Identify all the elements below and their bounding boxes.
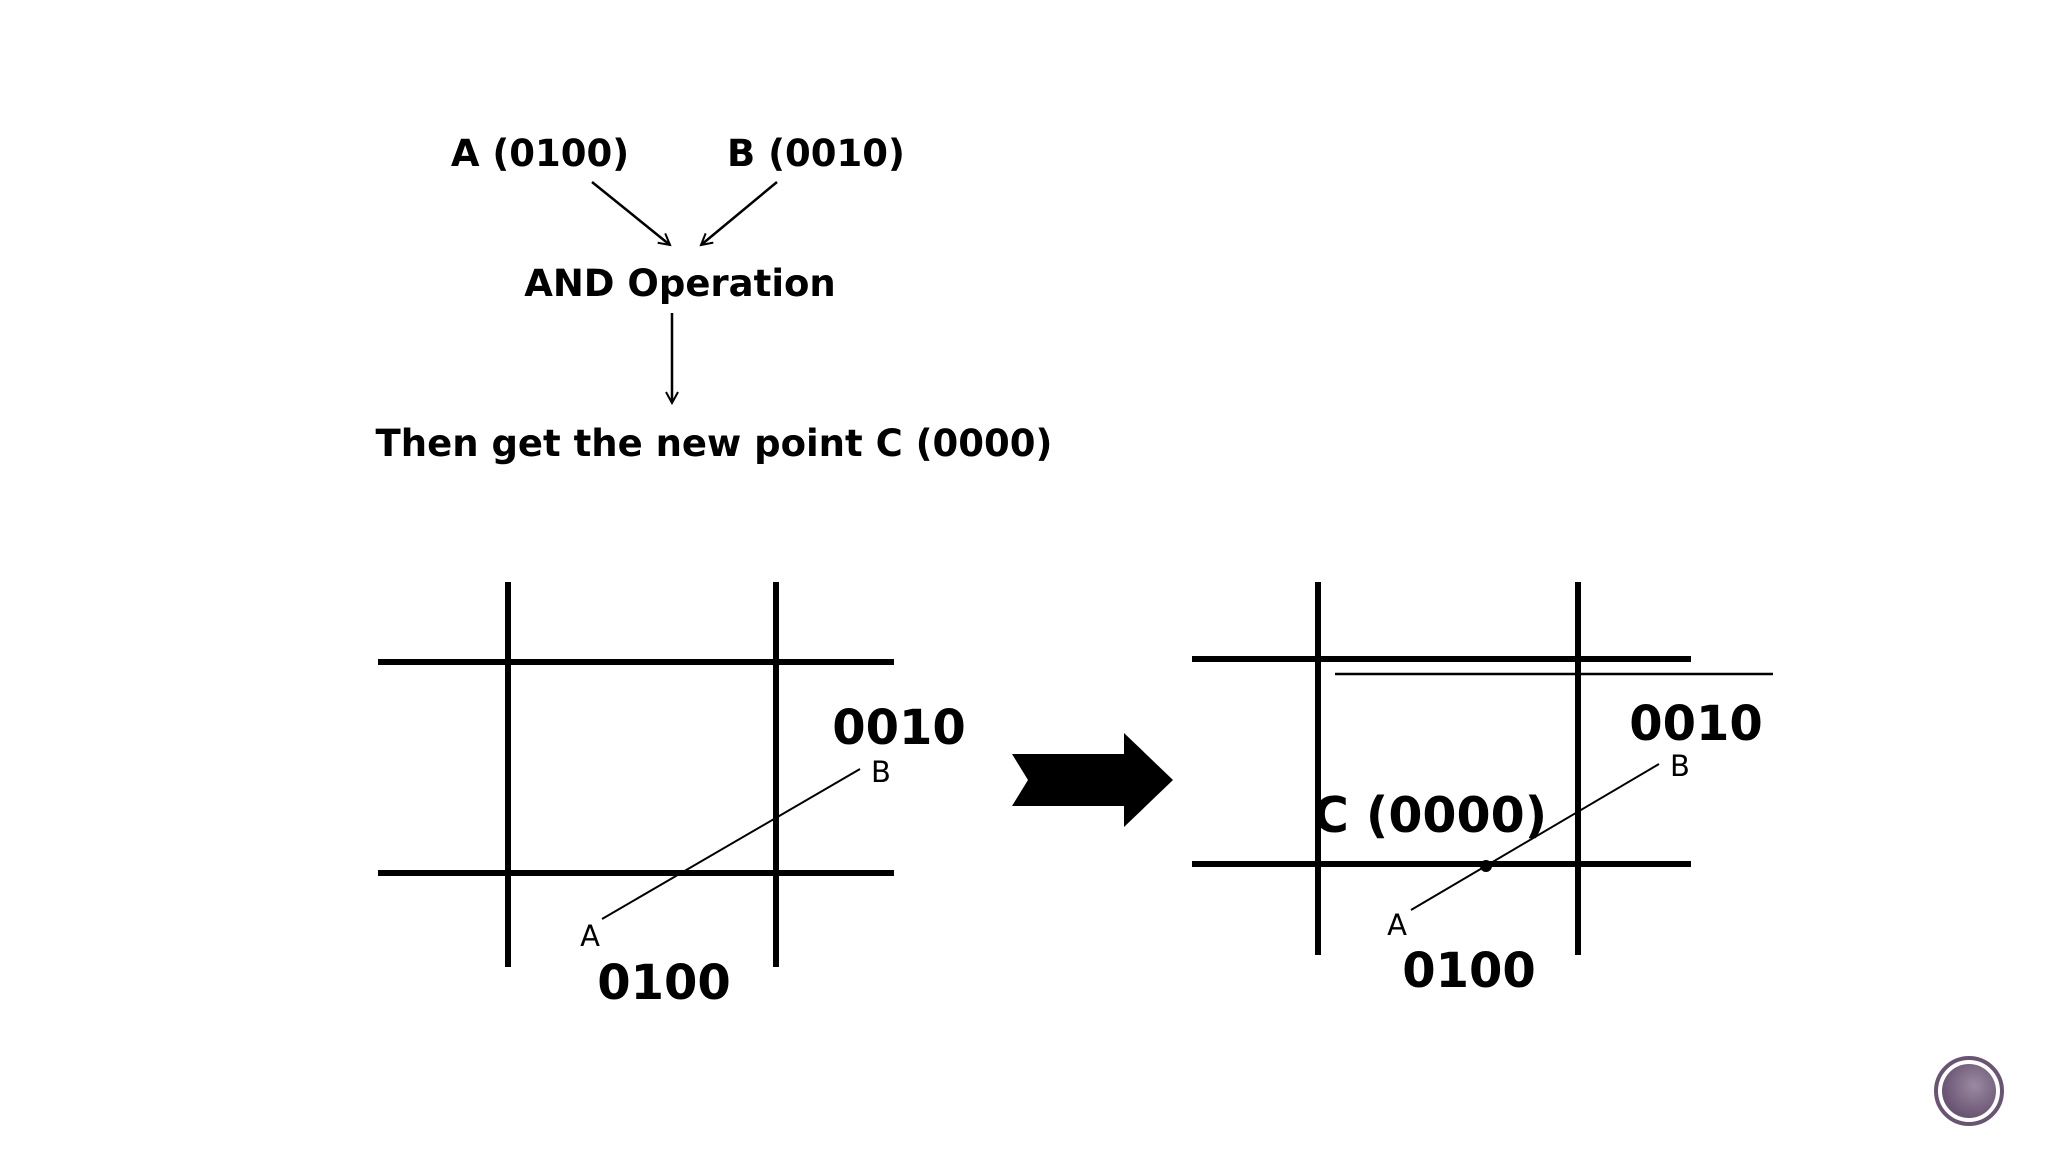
circle-nav-button[interactable] [1934, 1056, 2004, 1126]
intersection-point-c [1480, 860, 1492, 872]
code-bottom: 0100 [597, 955, 731, 1011]
segment-ab [601, 768, 861, 920]
operation-label: AND Operation [524, 262, 836, 305]
arrow-b-to-operation [701, 181, 778, 245]
segment-ab [1410, 763, 1660, 911]
after-grid: 0010 B C (0000) A 0100 [1192, 582, 1773, 999]
input-b-label: B (0010) [727, 132, 905, 175]
point-b-label: B [1670, 749, 1690, 783]
point-a-label: A [580, 919, 600, 953]
circle-nav-icon [1942, 1064, 1996, 1118]
point-b-label: B [871, 755, 891, 789]
right-arrow-icon [1012, 733, 1173, 827]
before-grid: 0010 B A 0100 [378, 582, 966, 1011]
result-label: Then get the new point C (0000) [376, 422, 1053, 465]
point-c-label: C (0000) [1313, 787, 1547, 844]
input-a-label: A (0100) [451, 132, 629, 175]
arrow-a-to-operation [591, 181, 670, 245]
code-top-right: 0010 [832, 700, 966, 756]
point-a-label: A [1387, 908, 1407, 942]
code-top-right: 0010 [1629, 696, 1763, 752]
code-bottom: 0100 [1402, 943, 1536, 999]
